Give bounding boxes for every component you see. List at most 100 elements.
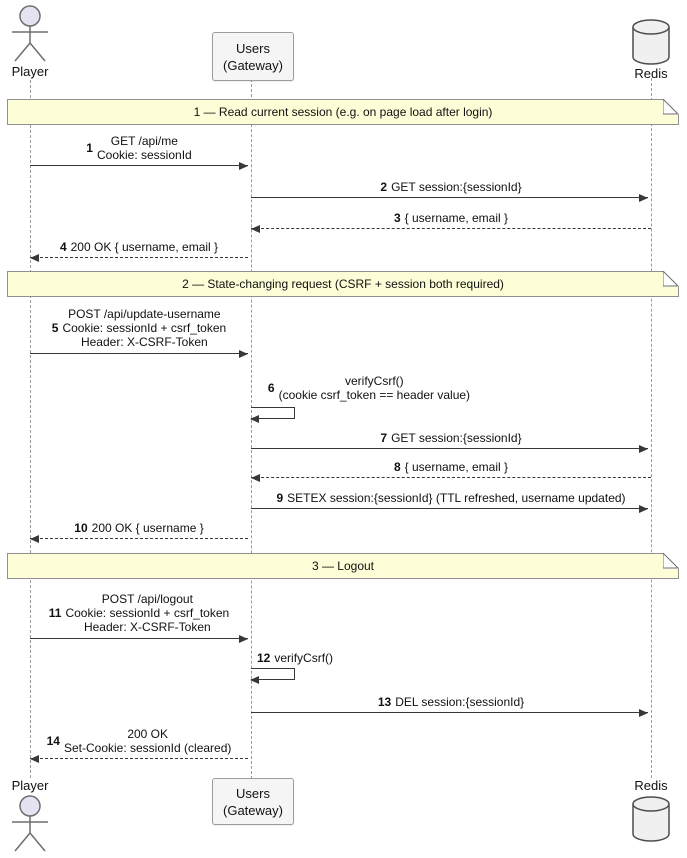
actor-icon xyxy=(12,5,48,62)
section-title: 1 — Read current session (e.g. on page l… xyxy=(193,105,493,119)
message-text: Cookie: sessionId xyxy=(96,148,192,162)
actor-icon xyxy=(12,795,48,852)
participant-label-gateway-line1: Users xyxy=(236,785,270,801)
message-arrow xyxy=(30,635,248,643)
message-text: { username, email } xyxy=(404,211,509,225)
arrowhead-right-icon xyxy=(639,194,648,202)
participant-label-gateway-line2: (Gateway) xyxy=(223,57,283,73)
message-label: 6 verifyCsrf() (cookie csrf_token == hea… xyxy=(253,374,485,402)
participant-label-gateway-line1: Users xyxy=(236,40,270,56)
section-title: 3 — Logout xyxy=(311,559,375,573)
message-number: 9 xyxy=(276,491,284,505)
arrowhead-right-icon xyxy=(239,162,248,170)
self-message-arrow xyxy=(250,668,295,684)
section-header-3: 3 — Logout xyxy=(7,553,679,579)
database-icon xyxy=(632,19,670,65)
message-arrow xyxy=(251,709,648,717)
message-number: 12 xyxy=(257,651,271,665)
message-text: 200 OK xyxy=(127,727,169,741)
message-number: 7 xyxy=(380,431,388,445)
participant-redis-top: Redis xyxy=(631,18,671,81)
message-label: 12 verifyCsrf() xyxy=(257,651,333,665)
message-number: 5 xyxy=(51,321,59,335)
message-label: 9 SETEX session:{sessionId} (TTL refresh… xyxy=(251,491,651,505)
message-label: 1 GET /api/me Cookie: sessionId xyxy=(30,134,248,162)
message-text: (cookie csrf_token == header value) xyxy=(278,388,471,402)
message-number: 1 xyxy=(86,141,93,155)
lifeline-gateway xyxy=(251,79,252,779)
participant-label-redis: Redis xyxy=(634,778,668,793)
message-label: 7 GET session:{sessionId} xyxy=(251,431,651,445)
message-arrow xyxy=(30,755,248,763)
message-arrow xyxy=(251,474,651,482)
participant-player-bottom: Player xyxy=(0,778,60,855)
lifeline-redis xyxy=(651,78,652,778)
participant-label-player: Player xyxy=(11,778,49,793)
message-text: Set-Cookie: sessionId (cleared) xyxy=(63,741,232,755)
note-fold-icon xyxy=(663,271,679,287)
message-text: GET /api/me xyxy=(110,134,178,148)
participant-label-gateway-line2: (Gateway) xyxy=(223,802,283,818)
message-text: DEL session:{sessionId} xyxy=(395,695,525,709)
arrowhead-right-icon xyxy=(239,350,248,358)
arrowhead-left-icon xyxy=(30,254,39,262)
note-fold-icon xyxy=(663,99,679,115)
arrowhead-left-icon xyxy=(251,474,260,482)
message-text: 200 OK { username, email } xyxy=(70,240,219,254)
message-label: 8 { username, email } xyxy=(251,460,651,474)
message-text: SETEX session:{sessionId} (TTL refreshed… xyxy=(287,491,626,505)
message-number: 11 xyxy=(48,606,62,620)
message-arrow xyxy=(251,225,651,233)
message-text: Header: X-CSRF-Token xyxy=(83,620,211,634)
participant-label-redis: Redis xyxy=(634,66,668,81)
arrowhead-right-icon xyxy=(239,635,248,643)
participant-label-player: Player xyxy=(11,64,49,79)
message-text: verifyCsrf() xyxy=(345,374,404,388)
message-label: 13 DEL session:{sessionId} xyxy=(251,695,651,709)
message-text: verifyCsrf() xyxy=(274,651,334,665)
section-header-1: 1 — Read current session (e.g. on page l… xyxy=(7,99,679,125)
message-number: 6 xyxy=(267,381,275,395)
database-icon xyxy=(632,796,670,842)
note-fold-icon xyxy=(663,553,679,569)
message-text: POST /api/update-username xyxy=(68,307,221,321)
participant-player-top: Player xyxy=(0,4,60,79)
message-arrow xyxy=(251,445,648,453)
message-arrow xyxy=(251,194,648,202)
message-label: 3 { username, email } xyxy=(251,211,651,225)
participant-gateway-top: Users (Gateway) xyxy=(212,32,294,81)
lifeline-player xyxy=(30,80,31,778)
message-arrow xyxy=(30,350,248,358)
message-label: 10 200 OK { username } xyxy=(30,521,248,535)
message-text: 200 OK { username } xyxy=(91,521,204,535)
participant-gateway-bottom: Users (Gateway) xyxy=(212,778,294,825)
arrowhead-left-icon xyxy=(251,225,260,233)
arrowhead-left-icon xyxy=(30,535,39,543)
section-title: 2 — State-changing request (CSRF + sessi… xyxy=(182,277,504,291)
message-number: 3 xyxy=(393,211,401,225)
message-text: Header: X-CSRF-Token xyxy=(80,335,208,349)
message-number: 10 xyxy=(74,521,88,535)
message-text: { username, email } xyxy=(404,460,509,474)
arrowhead-right-icon xyxy=(639,709,648,717)
message-number: 2 xyxy=(380,180,388,194)
message-label: 4 200 OK { username, email } xyxy=(30,240,248,254)
message-text: Cookie: sessionId + csrf_token xyxy=(62,321,227,335)
message-label: 11 POST /api/logout Cookie: sessionId + … xyxy=(30,592,248,634)
self-message-arrow xyxy=(250,407,295,423)
participant-redis-bottom: Redis xyxy=(631,778,671,843)
message-label: 2 GET session:{sessionId} xyxy=(251,180,651,194)
section-header-2: 2 — State-changing request (CSRF + sessi… xyxy=(7,271,679,297)
message-arrow xyxy=(30,162,248,170)
arrowhead-left-icon xyxy=(250,676,259,684)
message-text: POST /api/logout xyxy=(101,592,193,606)
arrowhead-right-icon xyxy=(639,505,648,513)
message-label: 5 POST /api/update-username Cookie: sess… xyxy=(30,307,248,349)
message-arrow xyxy=(30,535,248,543)
arrowhead-left-icon xyxy=(250,415,259,423)
message-text: GET session:{sessionId} xyxy=(391,431,522,445)
message-arrow xyxy=(30,254,248,262)
message-text: Cookie: sessionId + csrf_token xyxy=(65,606,230,620)
message-number: 4 xyxy=(59,240,67,254)
message-number: 14 xyxy=(46,734,60,748)
